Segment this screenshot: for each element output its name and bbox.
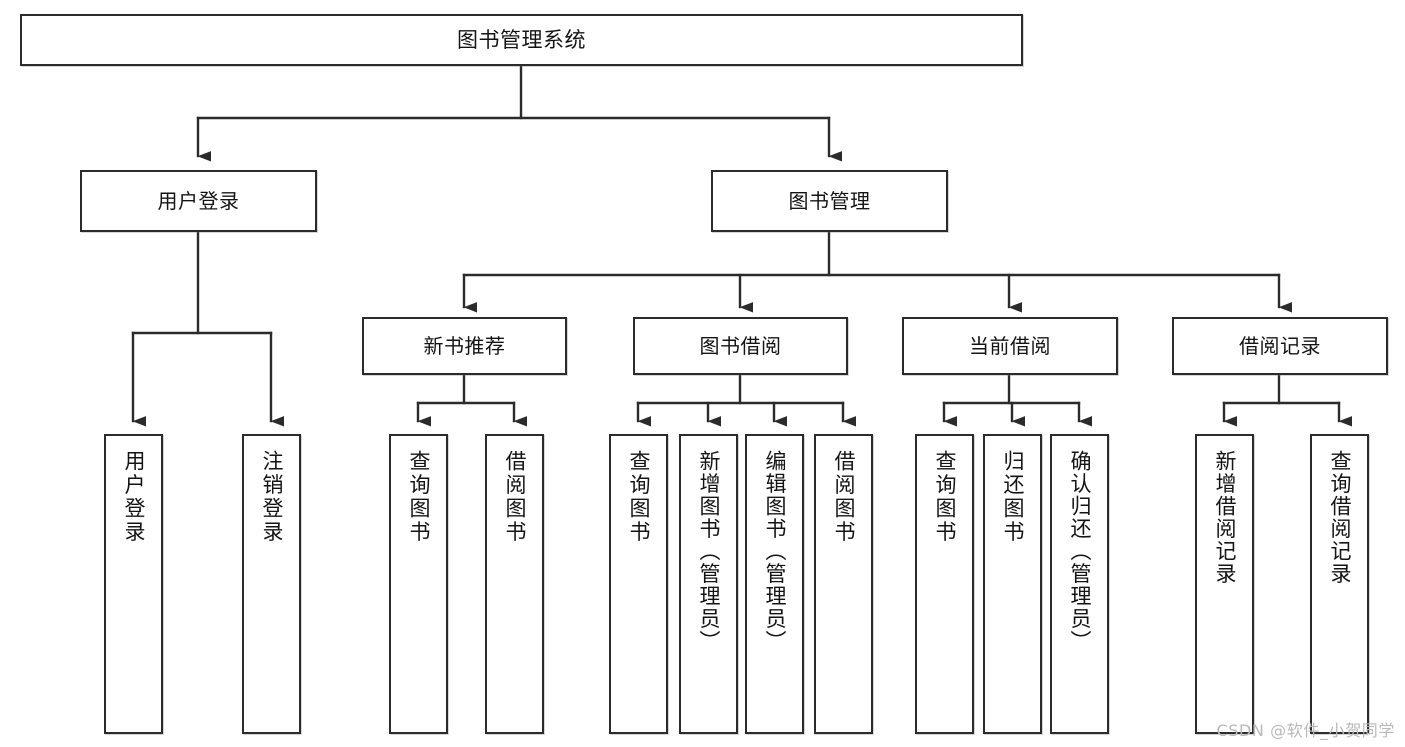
leaf-query-books-recommendation[interactable]: 查询图书 (389, 434, 448, 734)
node-label: 图书借阅 (699, 333, 782, 358)
node-label: 借阅图书 (503, 450, 527, 544)
leaf-edit-book-admin[interactable]: 编辑图书（管理员） (745, 434, 804, 734)
node-user-login[interactable]: 用户登录 (80, 170, 317, 232)
node-book-borrowing[interactable]: 图书借阅 (633, 317, 848, 375)
node-label: 新增图书（管理员） (697, 450, 721, 653)
node-label: 查询图书 (933, 450, 957, 544)
leaf-borrow-books-borrowing[interactable]: 借阅图书 (814, 434, 873, 734)
node-label: 新书推荐 (423, 333, 506, 358)
node-new-book-recommendation[interactable]: 新书推荐 (362, 317, 567, 375)
node-label: 编辑图书（管理员） (763, 450, 787, 653)
leaf-query-books-borrowing[interactable]: 查询图书 (609, 434, 668, 734)
watermark: CSDN @软件_小贺同学 (1216, 721, 1395, 740)
node-label: 新增借阅记录 (1213, 450, 1237, 585)
node-book-management[interactable]: 图书管理 (711, 170, 948, 232)
leaf-add-borrowing-record[interactable]: 新增借阅记录 (1195, 434, 1254, 734)
leaf-user-login[interactable]: 用户登录 (104, 434, 163, 734)
leaf-logout[interactable]: 注销登录 (242, 434, 301, 734)
node-label: 用户登录 (157, 188, 240, 213)
node-label: 图书管理 (788, 188, 871, 213)
node-label: 查询借阅记录 (1328, 450, 1352, 585)
node-label: 图书管理系统 (457, 27, 586, 52)
node-borrowing-records[interactable]: 借阅记录 (1172, 317, 1388, 375)
leaf-query-books-current[interactable]: 查询图书 (915, 434, 974, 734)
leaf-borrow-books-recommendation[interactable]: 借阅图书 (485, 434, 544, 734)
leaf-query-borrowing-record[interactable]: 查询借阅记录 (1310, 434, 1369, 734)
node-label: 归还图书 (1001, 450, 1025, 544)
node-label: 用户登录 (122, 450, 146, 544)
node-label: 查询图书 (407, 450, 431, 544)
node-current-borrowing[interactable]: 当前借阅 (902, 317, 1118, 375)
leaf-return-books[interactable]: 归还图书 (983, 434, 1042, 734)
leaf-add-book-admin[interactable]: 新增图书（管理员） (679, 434, 738, 734)
node-label: 查询图书 (627, 450, 651, 544)
node-label: 借阅记录 (1239, 333, 1321, 358)
node-label: 注销登录 (260, 450, 284, 544)
node-root-book-management-system[interactable]: 图书管理系统 (20, 14, 1023, 66)
leaf-confirm-return-admin[interactable]: 确认归还（管理员） (1050, 434, 1109, 734)
node-label: 借阅图书 (832, 450, 856, 544)
node-label: 确认归还（管理员） (1068, 450, 1092, 653)
node-label: 当前借阅 (969, 333, 1051, 358)
